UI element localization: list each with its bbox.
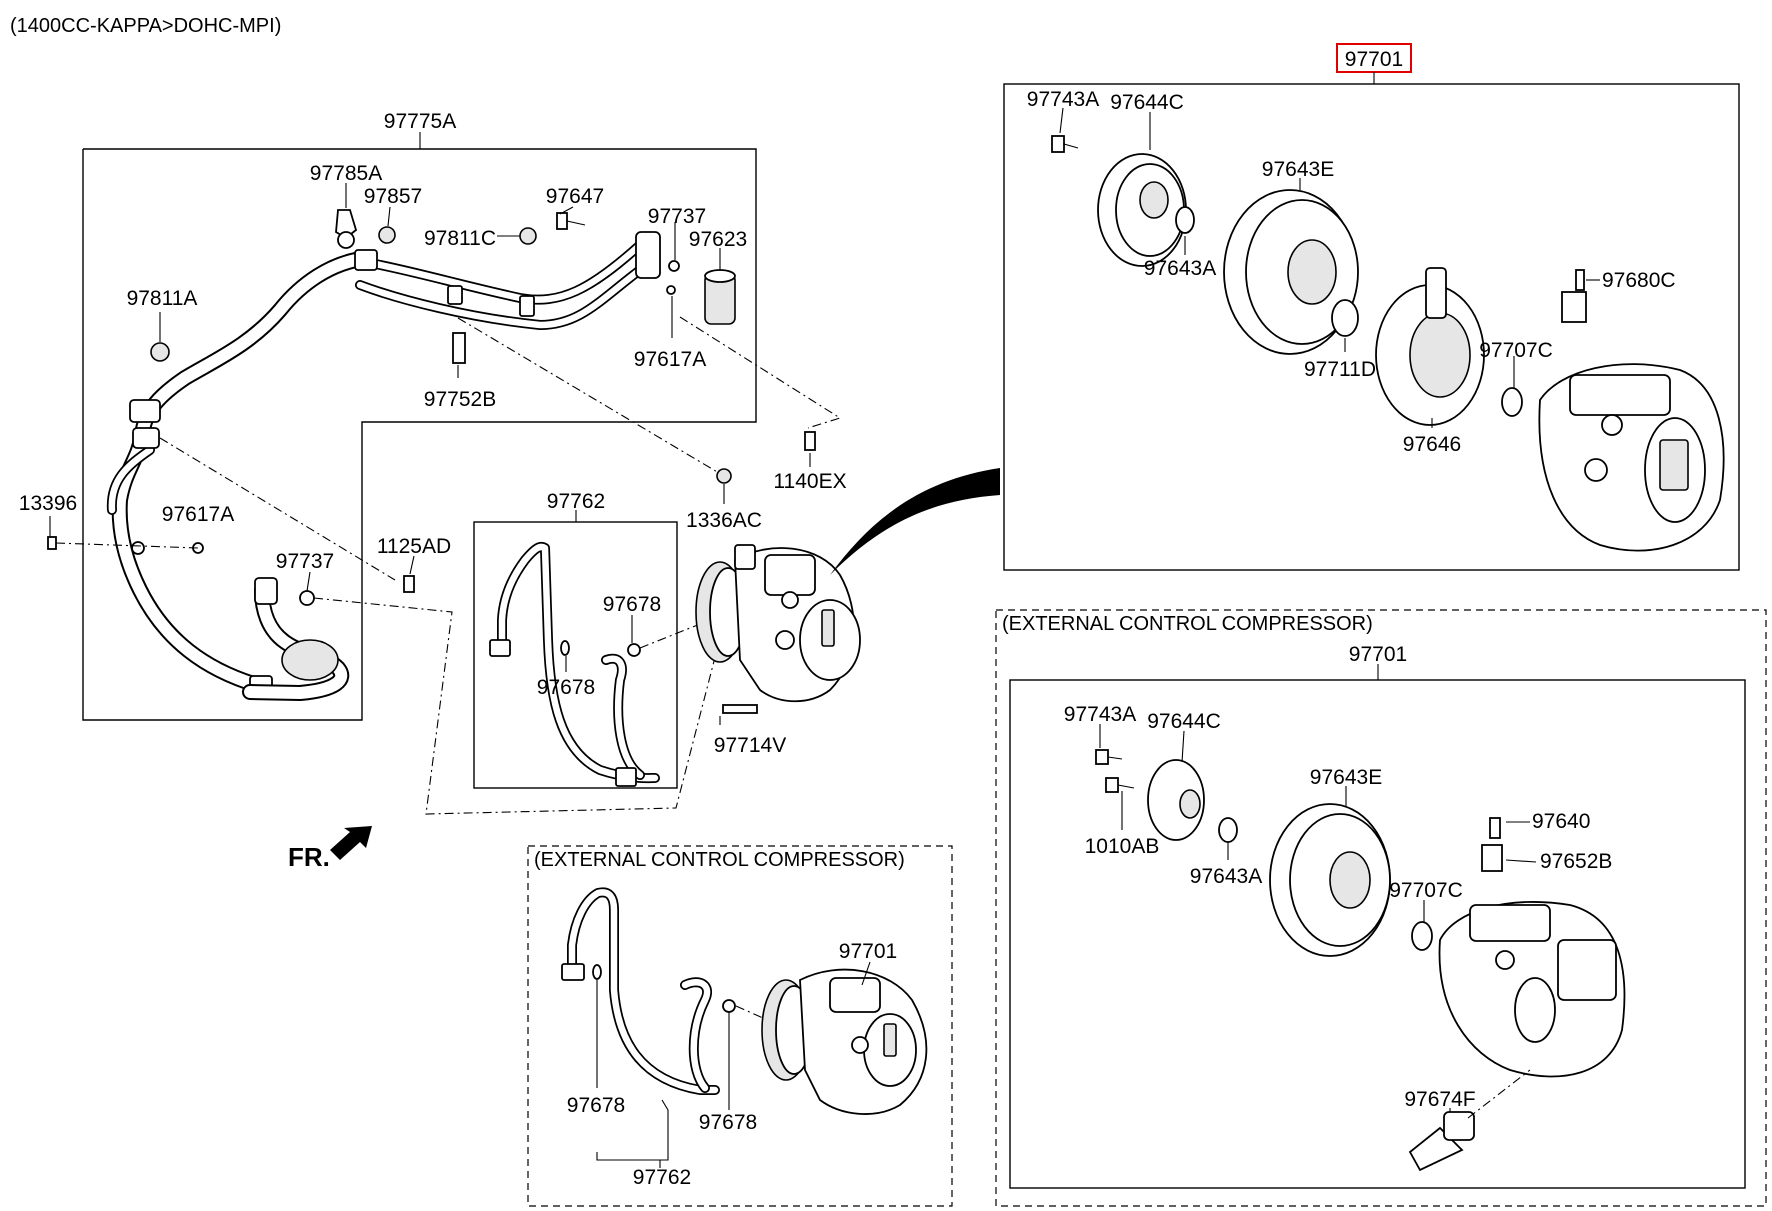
- bolt-e-97640-part: [1489, 817, 1501, 839]
- bolt-97743A-part: [1051, 135, 1065, 153]
- bolt-97714V-part: [722, 704, 758, 714]
- label-13396[interactable]: 13396: [19, 492, 77, 515]
- label-97714V[interactable]: 97714V: [714, 734, 786, 757]
- label-97752B[interactable]: 97752B: [424, 388, 496, 411]
- label-e-97743A[interactable]: 97743A: [1064, 703, 1136, 726]
- discharge-hose-group: 97762 97678 97678: [473, 490, 678, 789]
- bolt-e-97743A-part: [1095, 749, 1109, 765]
- shim-97643A-part: [1175, 206, 1195, 234]
- label-1336AC[interactable]: 1336AC: [686, 509, 762, 532]
- label-e-97674F[interactable]: 97674F: [1404, 1088, 1475, 1111]
- bracket-97680C-part: [1561, 291, 1587, 323]
- hose-assembly-group: 97775A: [47, 110, 757, 721]
- label-1125AD[interactable]: 1125AD: [377, 535, 451, 558]
- label-e-1010AB[interactable]: 1010AB: [1085, 835, 1160, 858]
- label-97617A-left[interactable]: 97617A: [162, 503, 234, 526]
- label-97785A[interactable]: 97785A: [310, 162, 382, 185]
- label-97643A[interactable]: 97643A: [1144, 257, 1216, 280]
- snap-ring-97711D-part: [1331, 299, 1359, 337]
- label-97737-top[interactable]: 97737: [648, 205, 706, 228]
- ext-hose-group: (EXTERNAL CONTROL COMPRESSOR) 97701 9767…: [527, 845, 953, 1207]
- label-97711D[interactable]: 97711D: [1304, 358, 1376, 381]
- label-97678-a[interactable]: 97678: [603, 593, 661, 616]
- pressure-switch-97752B-part: [452, 332, 466, 364]
- bolt-97647-part: [556, 212, 568, 230]
- label-97811A[interactable]: 97811A: [127, 287, 198, 310]
- label-97617A-top[interactable]: 97617A: [634, 348, 706, 371]
- cap-97857-part: [378, 226, 396, 244]
- label-97678-b[interactable]: 97678: [537, 676, 595, 699]
- seal-97707C-part: [1501, 387, 1523, 417]
- label-e-97643E[interactable]: 97643E: [1310, 766, 1382, 789]
- label-97701-selected[interactable]: 97701: [1345, 48, 1403, 71]
- label-e-97640[interactable]: 97640: [1532, 810, 1590, 833]
- o-ring-97678-a-part: [560, 640, 570, 656]
- label-e-97707C[interactable]: 97707C: [1389, 879, 1463, 902]
- ext-compressor-assy-box: [1009, 679, 1746, 1189]
- ext-compressor-header: (EXTERNAL CONTROL COMPRESSOR): [1002, 613, 1373, 635]
- label-97644C[interactable]: 97644C: [1110, 91, 1184, 114]
- label-97680C[interactable]: 97680C: [1602, 269, 1676, 292]
- label-97707C[interactable]: 97707C: [1479, 339, 1553, 362]
- ext-hose-header: (EXTERNAL CONTROL COMPRESSOR): [534, 849, 905, 871]
- o-ring-97737-left-part: [299, 590, 315, 606]
- shim-e-97643A-part: [1218, 817, 1238, 843]
- label-x-97678-a[interactable]: 97678: [567, 1094, 625, 1117]
- engine-variant-title: (1400CC-KAPPA>DOHC-MPI): [10, 15, 281, 37]
- label-97737-left[interactable]: 97737: [276, 550, 334, 573]
- hub-e-97644C-part: [1147, 759, 1205, 841]
- ext-hose-dashed-box: [527, 845, 953, 1207]
- bolt-e-1010AB-part: [1105, 777, 1119, 793]
- o-ring-x-97678-b-part: [722, 999, 736, 1013]
- bracket-e-97652B-part: [1481, 844, 1503, 872]
- o-ring-97678-b-part: [627, 643, 641, 657]
- o-ring-97617A-part: [666, 285, 676, 295]
- callout-swoosh: [830, 468, 1000, 575]
- label-ext-97701[interactable]: 97701: [1349, 643, 1407, 666]
- label-1140EX[interactable]: 1140EX: [773, 470, 846, 493]
- hose-assembly-box: [82, 148, 757, 721]
- ext-compressor-dashed-box: [995, 609, 1767, 1207]
- cap-97811C-part: [519, 227, 537, 245]
- cap-13396-part: [47, 536, 57, 550]
- label-e-97643A[interactable]: 97643A: [1190, 865, 1262, 888]
- front-arrow-icon: [330, 826, 372, 860]
- label-97643E[interactable]: 97643E: [1262, 158, 1334, 181]
- o-ring-97737-part: [668, 260, 680, 272]
- label-97743A[interactable]: 97743A: [1027, 88, 1099, 111]
- label-x-97762[interactable]: 97762: [633, 1166, 691, 1189]
- o-ring-x-97678-a-part: [592, 964, 602, 980]
- label-97647[interactable]: 97647: [546, 185, 604, 208]
- front-indicator: FR.: [288, 842, 330, 872]
- label-e-97652B[interactable]: 97652B: [1540, 850, 1612, 873]
- compressor-main-part: [639, 544, 861, 703]
- label-e-97644C[interactable]: 97644C: [1147, 710, 1221, 733]
- nut-1336AC-part: [716, 468, 732, 484]
- label-x-97701[interactable]: 97701: [839, 940, 897, 963]
- label-x-97678-b[interactable]: 97678: [699, 1111, 757, 1134]
- cap-97811A-part: [150, 342, 170, 362]
- label-97762[interactable]: 97762: [547, 490, 605, 513]
- label-97623[interactable]: 97623: [689, 228, 747, 251]
- compressor-assy-group: 97701 97743A: [1003, 43, 1740, 571]
- label-97811C[interactable]: 97811C: [424, 227, 496, 250]
- compressor-assy-box: [1003, 83, 1740, 571]
- seal-e-97707C-part: [1411, 921, 1433, 951]
- bolt-1125AD-part: [403, 575, 415, 593]
- label-97646[interactable]: 97646: [1403, 433, 1461, 456]
- label-97775A[interactable]: 97775A: [384, 110, 456, 133]
- bolt-1140EX-part: [804, 431, 816, 451]
- ext-compressor-group: (EXTERNAL CONTROL COMPRESSOR) 97701: [995, 609, 1767, 1207]
- label-97857[interactable]: 97857: [364, 185, 422, 208]
